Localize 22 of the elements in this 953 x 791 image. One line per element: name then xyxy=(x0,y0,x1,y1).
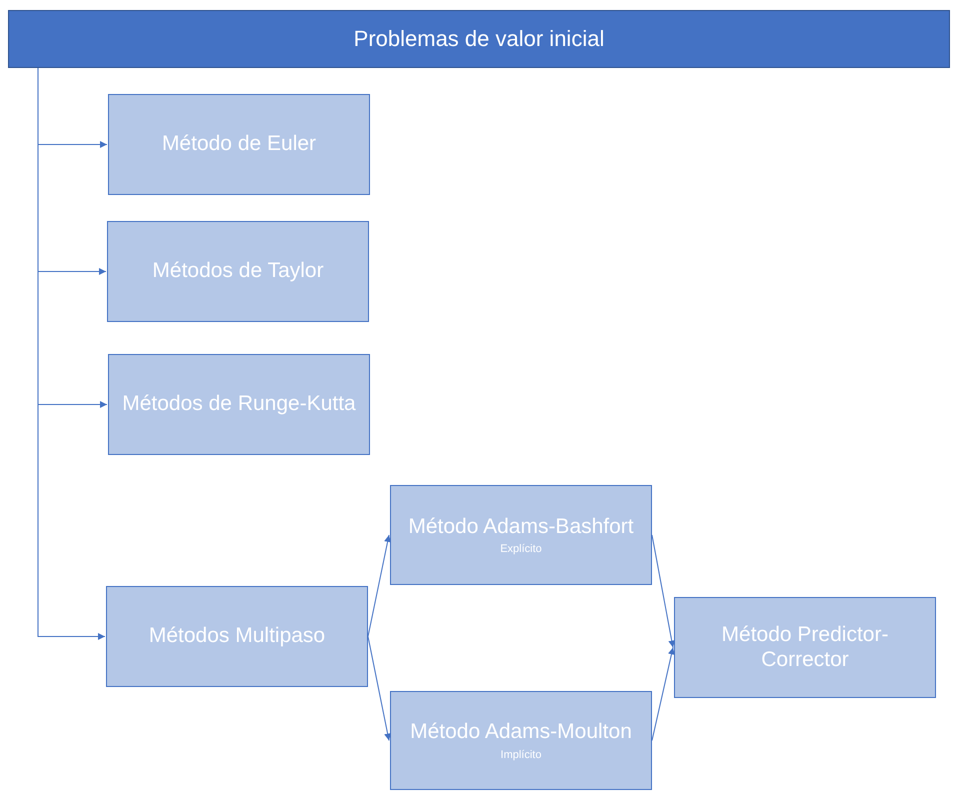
arrow xyxy=(652,647,675,741)
box-title: Método de Euler xyxy=(162,132,316,157)
box-title: Métodos de Runge-Kutta xyxy=(122,392,356,417)
arrow xyxy=(652,534,676,648)
process-box xyxy=(108,94,370,195)
box-title: Método Adams-Moulton xyxy=(410,720,632,745)
arrow xyxy=(368,636,392,741)
box-title: Método Adams-Bashfort xyxy=(408,514,634,540)
process-box xyxy=(390,485,652,585)
box-title: Métodos Multipaso xyxy=(148,624,326,649)
box-title: Método Predictor-Corrector xyxy=(720,623,890,672)
process-box xyxy=(108,354,370,455)
process-box xyxy=(106,586,368,687)
box-subtitle: Explícito xyxy=(500,543,542,556)
process-box xyxy=(107,221,369,322)
box-title: Métodos de Taylor xyxy=(152,259,324,284)
box-title: Problemas de valor inicial xyxy=(354,26,604,52)
arrow xyxy=(368,534,391,637)
box-subtitle: Implícito xyxy=(500,748,542,761)
header-bar xyxy=(8,10,950,68)
process-box xyxy=(674,597,936,698)
process-box xyxy=(390,691,652,790)
